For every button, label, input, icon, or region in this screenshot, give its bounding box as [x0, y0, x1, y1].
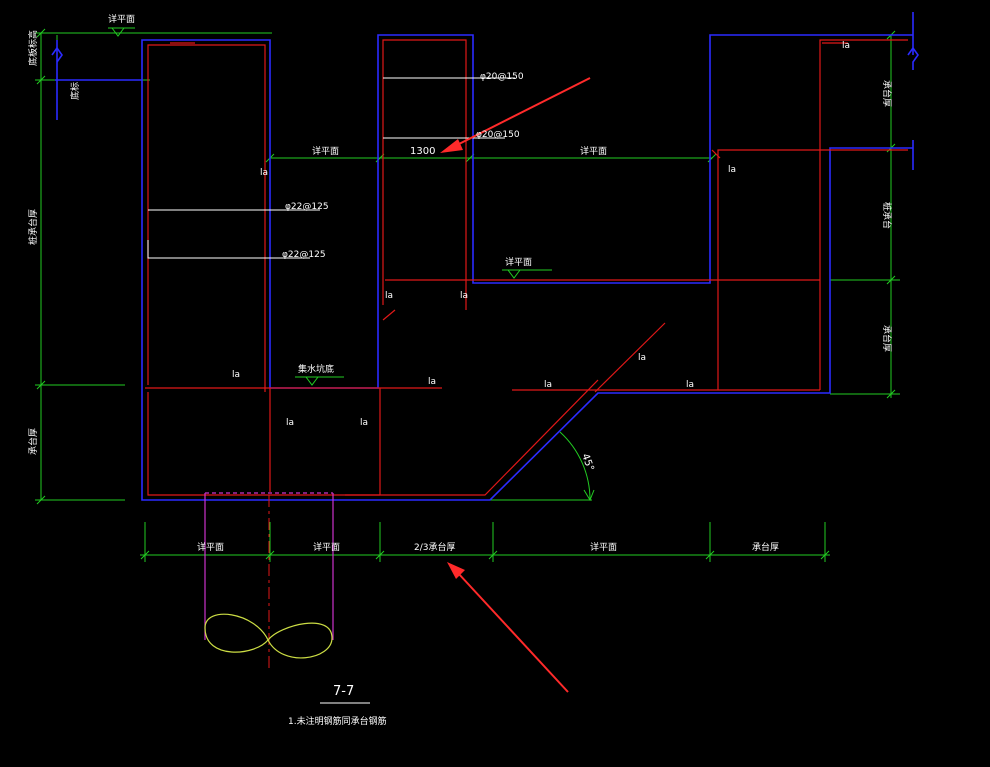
pile [204, 492, 334, 640]
label-bot-dim1: 详平面 [197, 541, 224, 553]
label-left-v-mid: 桩承台厚 [27, 209, 39, 245]
label-top-level: 详平面 [108, 13, 135, 25]
label-mid-left: 详平面 [312, 145, 339, 157]
label-rebar1: φ20@150 [480, 72, 524, 82]
label-rebar3: φ22@125 [285, 202, 329, 212]
label-la-11: la [728, 165, 736, 175]
label-right-v2: 桩承台 [881, 202, 893, 229]
arrow-lower-line [457, 572, 569, 693]
label-bot-dim2: 详平面 [313, 541, 340, 553]
label-rebar2: φ20@150 [476, 130, 520, 140]
break-curve [204, 613, 333, 659]
label-la-12: la [842, 41, 850, 51]
label-la-4: la [360, 418, 368, 428]
arrow-lower-head [447, 562, 465, 579]
level-markers [111, 27, 521, 386]
rebar-leaders [147, 77, 515, 259]
label-la-1: la [260, 168, 268, 178]
label-la-10: la [686, 380, 694, 390]
label-angle: 45° [579, 452, 595, 472]
label-la-6: la [460, 291, 468, 301]
section-note: 1.未注明钢筋同承台钢筋 [288, 715, 387, 727]
label-top-left-v2: 底标 [69, 82, 81, 100]
label-dim-1300: 1300 [410, 146, 435, 157]
label-la-9: la [638, 353, 646, 363]
concrete-outline [51, 12, 919, 501]
label-bot-dim3: 2/3承台厚 [414, 541, 456, 553]
annotation-arrows [440, 77, 591, 693]
text-labels: 详平面 底板标高 底标 桩承台厚 承台厚 φ20@150 φ20@150 φ22… [27, 13, 893, 727]
label-mid-right: 详平面 [580, 145, 607, 157]
angle-arc [559, 431, 591, 501]
arrow-upper-line [454, 77, 591, 147]
arrow-upper-head [440, 139, 463, 153]
dimension-ticks [36, 28, 896, 560]
label-la-3: la [286, 418, 294, 428]
label-bot-dim4: 详平面 [590, 541, 617, 553]
angle-arrowhead [583, 489, 595, 502]
label-la-2: la [232, 370, 240, 380]
label-right-v1: 承台厚 [881, 80, 893, 107]
rebar-lines [145, 39, 908, 496]
section-title: 7-7 [333, 684, 354, 699]
label-bot-dim5: 承台厚 [752, 541, 779, 553]
label-la-7: la [428, 377, 436, 387]
label-pit-level: 集水坑底 [298, 363, 334, 375]
label-left-v-bot: 承台厚 [27, 428, 39, 455]
label-rebar4: φ22@125 [282, 250, 326, 260]
label-la-8: la [544, 380, 552, 390]
label-top-left-v1: 底板标高 [27, 30, 39, 66]
label-la-5: la [385, 291, 393, 301]
label-right-v3: 承台厚 [881, 325, 893, 352]
label-inner-level: 详平面 [505, 256, 532, 268]
